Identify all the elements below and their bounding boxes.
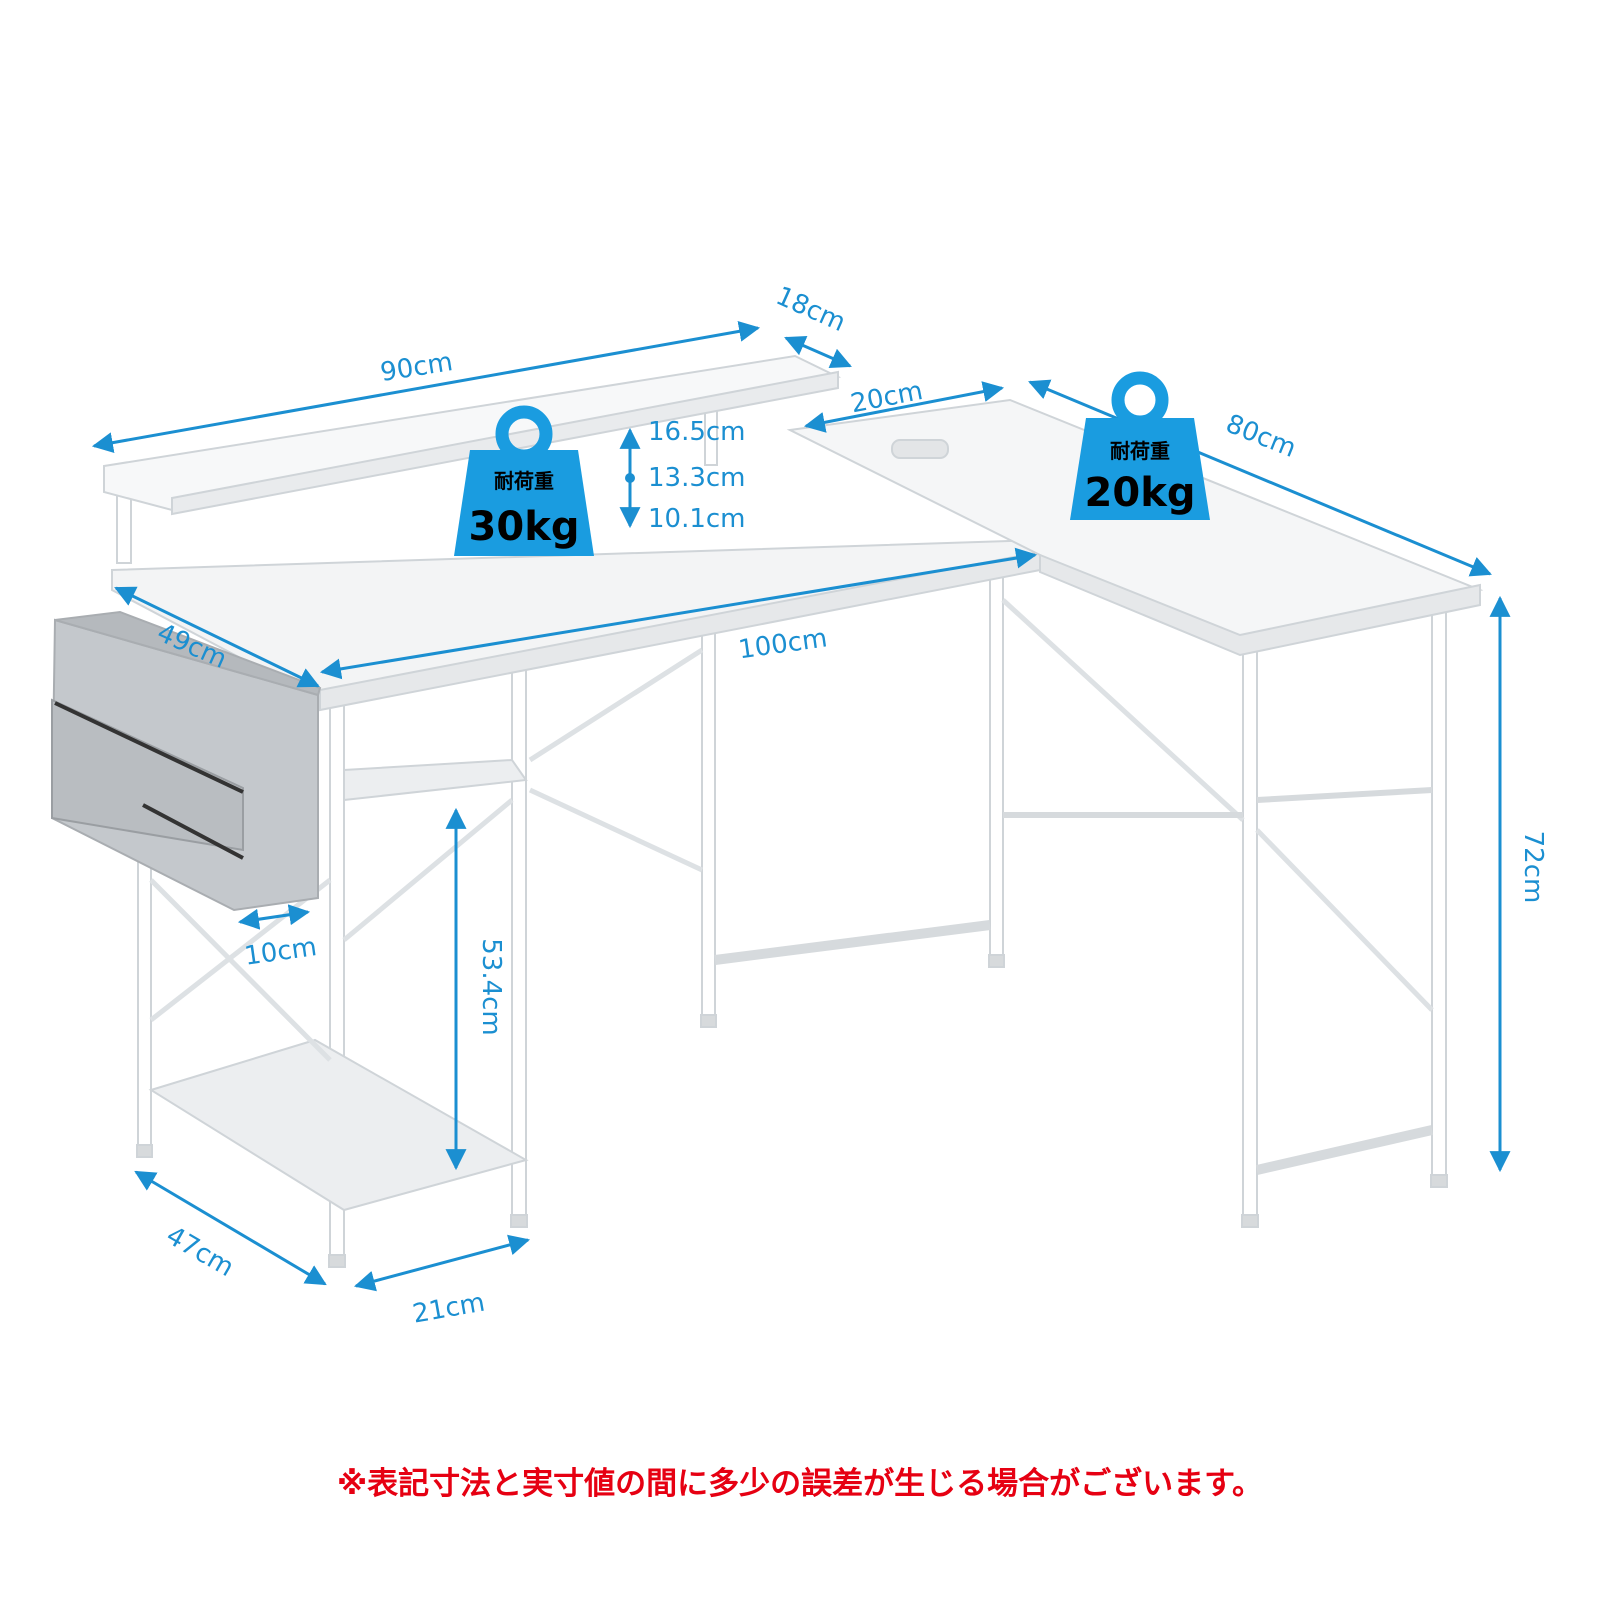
label-side-desk-length: 80cm	[1222, 409, 1301, 464]
weight-label-right: 耐荷重	[1110, 439, 1170, 463]
upper-shelf-depth-arrow	[784, 335, 852, 369]
desk-leg	[701, 619, 716, 1021]
disclaimer-note: ※表記寸法と実寸値の間に多少の誤差が生じる場合がございます。	[336, 1466, 1264, 1502]
main-desk-width-arrow	[319, 547, 1038, 680]
bag-width-arrow	[114, 586, 320, 688]
desk-leg	[137, 859, 152, 1151]
label-base-width: 21cm	[410, 1288, 487, 1330]
label-upper-shelf-width: 90cm	[378, 347, 455, 388]
dimension-lines	[91, 320, 1511, 1292]
desk-illustration	[50, 354, 1484, 1268]
desk-leg	[511, 659, 527, 1221]
base-depth-arrow	[134, 1170, 327, 1286]
storage-bag	[50, 610, 322, 912]
weight-label-left: 耐荷重	[494, 469, 554, 493]
weight-value-right: 20kg	[1085, 470, 1196, 516]
weight-icon-left: 耐荷重 30kg	[454, 405, 594, 556]
riser-post	[116, 494, 132, 564]
bottom-shelf	[148, 1038, 529, 1212]
label-main-desk-width: 100cm	[737, 623, 830, 665]
upper-shelf-width-arrow	[91, 320, 761, 454]
label-upper-shelf-depth: 18cm	[771, 281, 850, 338]
label-total-height: 72cm	[1518, 831, 1548, 904]
grommet	[891, 439, 949, 459]
desk-leg	[1242, 629, 1258, 1221]
label-base-depth: 47cm	[161, 1221, 239, 1283]
label-lower-shelf-height: 53.4cm	[476, 938, 506, 1036]
base-width-arrow	[353, 1234, 531, 1292]
side-desk-length-arrow	[1028, 379, 1492, 577]
bag-offset-arrow	[237, 904, 311, 930]
desk-leg	[989, 559, 1004, 961]
desk-leg	[1431, 604, 1447, 1181]
middle-shelf	[343, 758, 528, 802]
gap-width-arrow	[803, 381, 1005, 433]
label-shelf-height-1: 16.5cm	[648, 417, 746, 447]
weight-value-left: 30kg	[469, 504, 580, 550]
weight-icon-right: 耐荷重 20kg	[1070, 371, 1210, 520]
label-shelf-height-3: 10.1cm	[648, 504, 746, 534]
label-shelf-height-2: 13.3cm	[648, 463, 746, 493]
